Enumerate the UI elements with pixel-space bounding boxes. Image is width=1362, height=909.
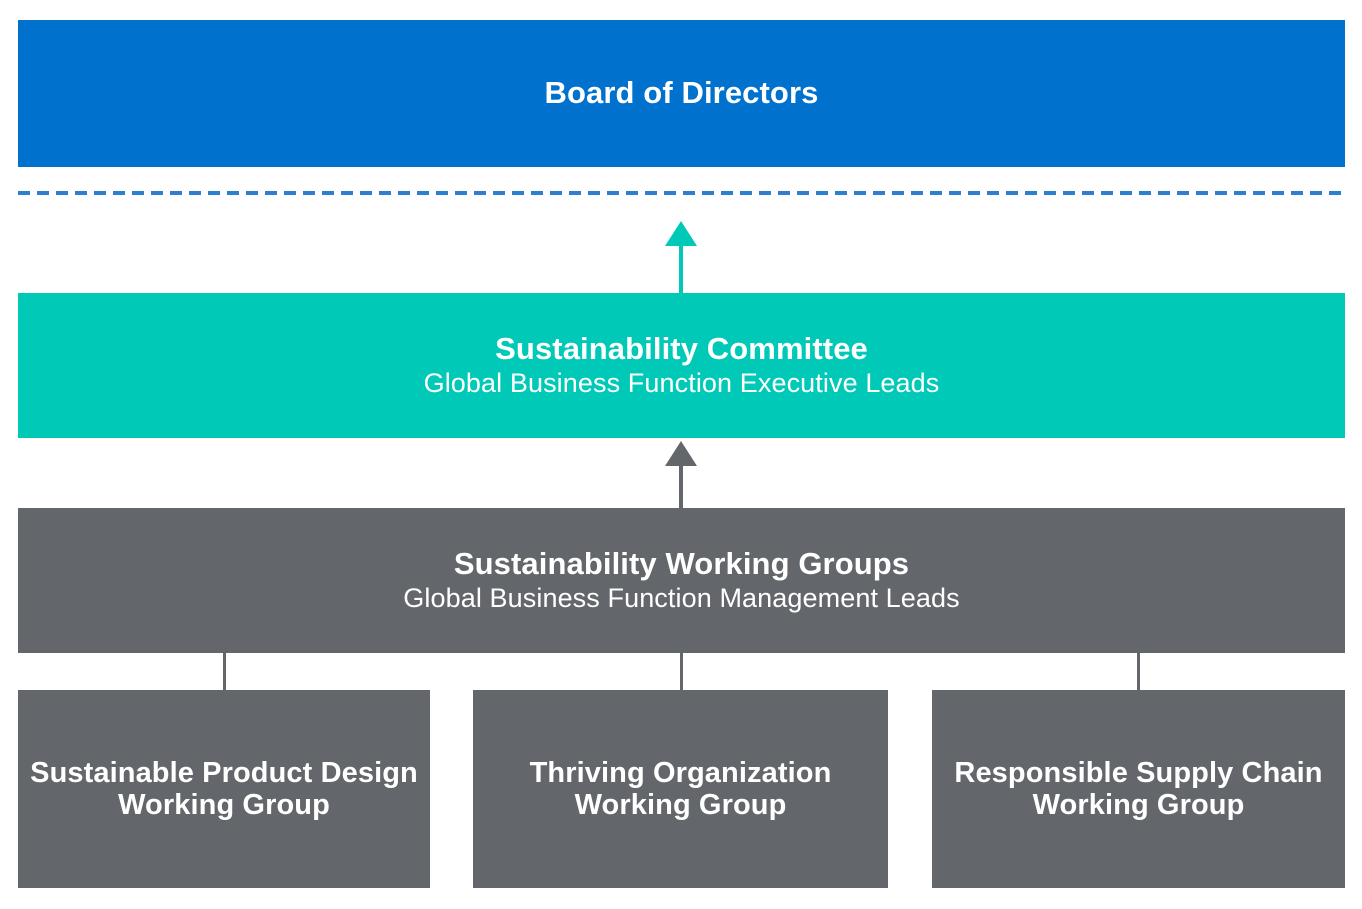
arrow-up-icon-working-groups-to-committee <box>665 441 697 466</box>
sustainability-working-groups-subtitle: Global Business Function Management Lead… <box>403 583 960 614</box>
sustainability-working-groups-node: Sustainability Working Groups Global Bus… <box>18 508 1345 653</box>
sustainability-committee-node: Sustainability Committee Global Business… <box>18 293 1345 438</box>
sustainability-committee-subtitle: Global Business Function Executive Leads <box>423 368 940 399</box>
arrow-up-icon-committee-to-board <box>665 221 697 246</box>
board-of-directors-title: Board of Directors <box>544 75 819 111</box>
sustainability-committee-title: Sustainability Committee <box>495 330 868 366</box>
connector-line-to-thriving-organization <box>680 653 683 691</box>
connector-line-to-sustainable-product-design <box>223 653 226 691</box>
board-of-directors-node: Board of Directors <box>18 20 1345 167</box>
sustainability-working-groups-title: Sustainability Working Groups <box>453 545 910 581</box>
board-governance-divider <box>18 191 1345 195</box>
arrow-shaft-working-groups-to-committee <box>679 463 683 510</box>
thriving-organization-working-group-node: Thriving Organization Working Group <box>473 690 888 888</box>
arrow-shaft-committee-to-board <box>679 243 683 295</box>
thriving-organization-working-group-title: Thriving Organization Working Group <box>529 756 832 821</box>
sustainable-product-design-working-group-node: Sustainable Product Design Working Group <box>18 690 430 888</box>
responsible-supply-chain-working-group-node: Responsible Supply Chain Working Group <box>932 690 1345 888</box>
responsible-supply-chain-working-group-title: Responsible Supply Chain Working Group <box>954 756 1323 821</box>
connector-line-to-responsible-supply-chain <box>1137 653 1140 691</box>
sustainable-product-design-working-group-title: Sustainable Product Design Working Group <box>30 756 418 821</box>
